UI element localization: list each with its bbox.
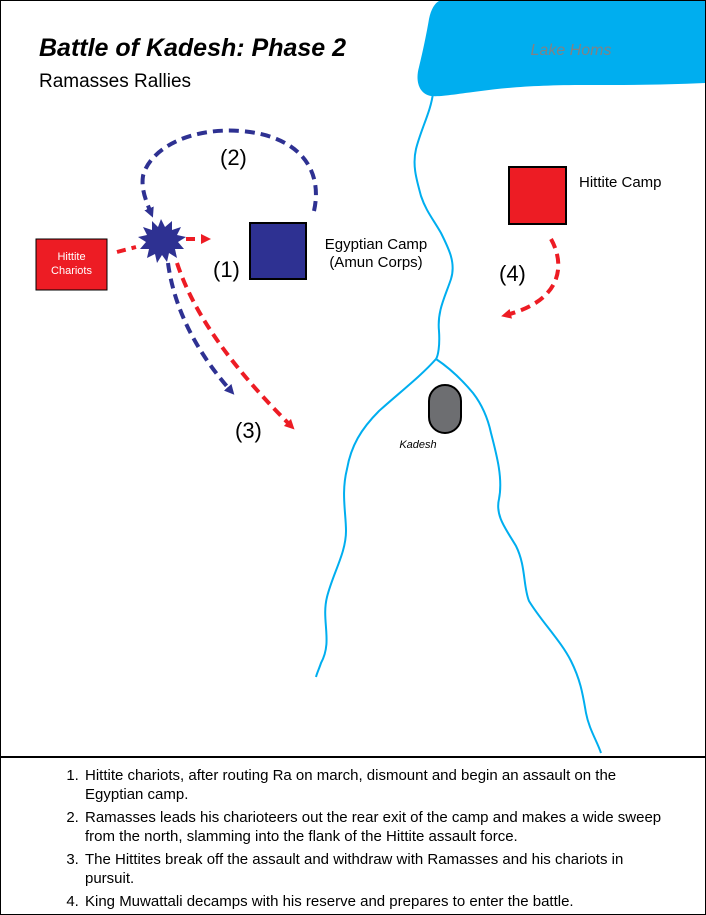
- legend-item-3: The Hittites break off the assault and w…: [83, 850, 673, 888]
- arrow-ramasses-pursuit: [166, 262, 235, 395]
- clash-burst-icon: [138, 219, 186, 263]
- kadesh-city: [428, 384, 462, 434]
- map-title: Battle of Kadesh: Phase 2: [39, 34, 346, 62]
- arrow-muwattali-decamp: [501, 238, 561, 319]
- egyptian-camp-label-line1: Egyptian Camp: [325, 236, 428, 253]
- legend-item-1: Hittite chariots, after routing Ra on ma…: [83, 766, 673, 804]
- arrow-hittite-assault: [116, 245, 137, 254]
- marker-4: (4): [499, 261, 526, 286]
- river-main: [315, 92, 454, 678]
- egyptian-camp: [249, 222, 307, 280]
- hittite-chariots-unit: Hittite Chariots: [35, 238, 108, 291]
- marker-3: (3): [235, 418, 262, 443]
- arrow-hittite-withdraw: [175, 262, 295, 430]
- hittite-chariots-label-line1: Hittite: [57, 251, 85, 263]
- hittite-chariots-label-line2: Chariots: [51, 265, 92, 277]
- hittite-camp: [508, 166, 567, 225]
- map-subtitle: Ramasses Rallies: [39, 71, 191, 92]
- kadesh-label: Kadesh: [399, 439, 436, 451]
- lake-label: Lake Homs: [531, 42, 612, 59]
- lake-homs: [417, 1, 705, 97]
- legend-item-4: King Muwattali decamps with his reserve …: [83, 892, 673, 911]
- egyptian-camp-label-line2: (Amun Corps): [329, 254, 422, 271]
- marker-2: (2): [220, 145, 247, 170]
- legend-panel: Hittite chariots, after routing Ra on ma…: [1, 756, 705, 914]
- marker-1: (1): [213, 257, 240, 282]
- arrow-ramasses-sweep: [140, 128, 318, 218]
- battle-map: Lake Homs Battle of Kadesh: Phase 2 Rama…: [35, 1, 705, 754]
- legend-item-2: Ramasses leads his charioteers out the r…: [83, 808, 673, 846]
- river-branch: [435, 358, 602, 754]
- hittite-camp-label: Hittite Camp: [579, 174, 662, 191]
- legend-list: Hittite chariots, after routing Ra on ma…: [1, 766, 673, 911]
